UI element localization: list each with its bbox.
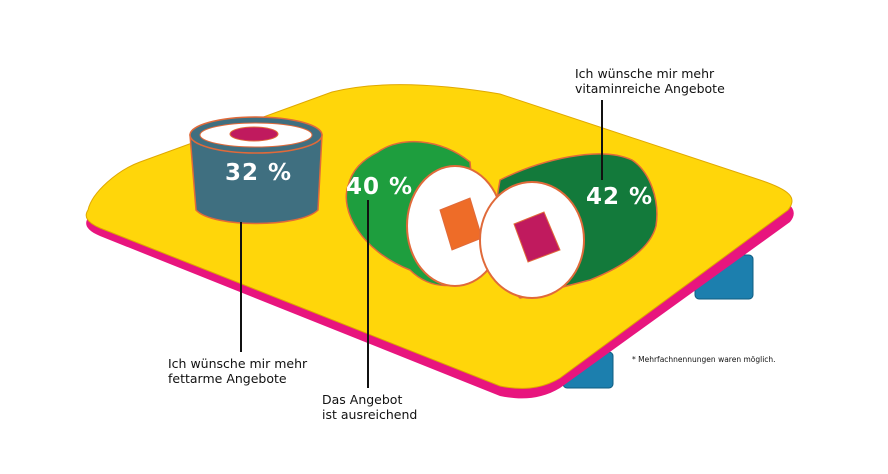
roll-right-tuna	[513, 211, 561, 263]
category-label-line: Ich wünsche mir mehr	[168, 356, 308, 371]
cup-tuna-filling	[229, 126, 279, 142]
category-label-line: fettarme Angebote	[168, 371, 287, 386]
category-label-vitaminreiche: Ich wünsche mir mehr vitaminreiche Angeb…	[575, 66, 725, 96]
sushi-cup	[189, 134, 323, 225]
category-label-fettarme: Ich wünsche mir mehr fettarme Angebote	[168, 356, 307, 386]
category-label-line: vitaminreiche Angebote	[575, 81, 725, 96]
category-label-line: ist ausreichend	[322, 407, 418, 422]
value-label-ausreichend: 40 %	[346, 174, 414, 200]
category-label-ausreichend: Das Angebot ist ausreichend	[322, 392, 417, 422]
category-label-line: Das Angebot	[322, 392, 403, 407]
category-label-line: Ich wünsche mir mehr	[575, 66, 715, 81]
value-label-fettarme: 32 %	[225, 160, 293, 186]
footnote: * Mehrfachnennungen waren möglich.	[632, 355, 776, 364]
value-label-vitaminreiche: 42 %	[586, 184, 654, 210]
